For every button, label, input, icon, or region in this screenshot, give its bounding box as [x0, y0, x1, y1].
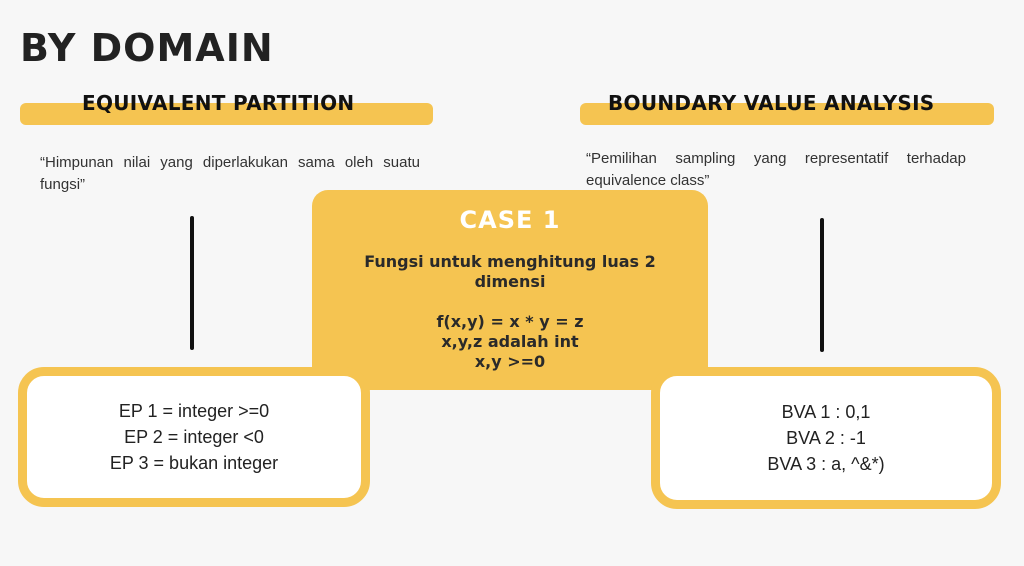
- formula-line: f(x,y) = x * y = z: [436, 312, 584, 331]
- right-connector-line: [820, 218, 824, 352]
- right-heading: BOUNDARY VALUE ANALYSIS: [608, 91, 935, 115]
- case-formula: f(x,y) = x * y = z x,y,z adalah int x,y …: [312, 312, 708, 372]
- left-definition-quote: “Himpunan nilai yang diperlakukan sama o…: [40, 154, 420, 193]
- formula-line: x,y >=0: [474, 352, 546, 371]
- case-title: CASE 1: [459, 206, 561, 234]
- formula-line: x,y,z adalah int: [441, 332, 579, 351]
- bva-item: BVA 2 : -1: [786, 428, 866, 448]
- ep-item: EP 2 = integer <0: [124, 427, 264, 447]
- bva-card: BVA 1 : 0,1 BVA 2 : -1 BVA 3 : a, ^&*): [651, 367, 1001, 509]
- bva-item: BVA 3 : a, ^&*): [767, 454, 885, 474]
- left-heading-highlight: [20, 103, 433, 125]
- case-description: Fungsi untuk menghitung luas 2 dimensi: [364, 252, 656, 291]
- page-title: BY DOMAIN: [20, 26, 274, 70]
- bva-item: BVA 1 : 0,1: [781, 402, 871, 422]
- ep-card: EP 1 = integer >=0 EP 2 = integer <0 EP …: [18, 367, 370, 507]
- right-heading-highlight: [580, 103, 994, 125]
- ep-item: EP 1 = integer >=0: [118, 401, 270, 421]
- case-box: CASE 1 Fungsi untuk menghitung luas 2 di…: [312, 190, 708, 390]
- right-definition-quote: “Pemilihan sampling yang representatif t…: [586, 150, 966, 189]
- left-connector-line: [190, 216, 194, 350]
- left-heading: EQUIVALENT PARTITION: [82, 91, 355, 115]
- ep-item: EP 3 = bukan integer: [109, 453, 279, 473]
